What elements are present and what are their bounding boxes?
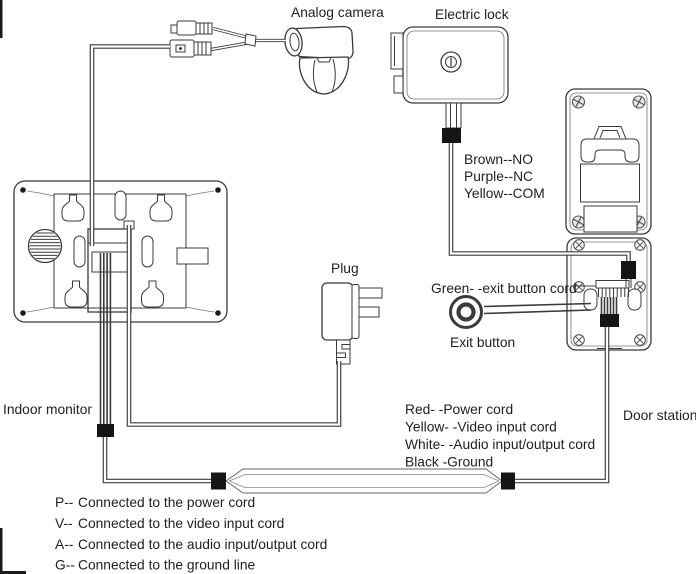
legend-line: White- -Audio input/output cord <box>405 437 595 452</box>
label-analog-camera: Analog camera <box>291 5 384 20</box>
legend-pin: G-- <box>55 558 75 573</box>
speaker-grill <box>27 228 63 264</box>
legend-line: Brown--NO <box>464 152 533 167</box>
monitor-cable-bundle <box>99 253 112 424</box>
cable-slot <box>73 235 86 268</box>
monitor-corner-screw <box>20 187 26 193</box>
legend-pin: A-- <box>55 537 73 552</box>
x-screw <box>634 334 646 346</box>
plug-prong <box>358 287 383 299</box>
legend-desc: Connected to the power cord <box>78 495 255 510</box>
legend-desc: Connected to the ground line <box>78 558 256 573</box>
monitor-pin-legend: P-- Connected to the power cord V-- Conn… <box>55 495 327 573</box>
monitor-corner-screw <box>20 310 26 316</box>
camera-dome <box>298 56 350 95</box>
x-screw <box>573 334 585 346</box>
mounting-keyhole <box>141 280 164 308</box>
x-screw <box>634 239 646 251</box>
cable-slot <box>141 235 154 268</box>
label-electric-lock: Electric lock <box>435 7 509 22</box>
mounting-keyhole <box>64 280 88 308</box>
legend-desc: Connected to the video input cord <box>78 516 284 531</box>
analog-camera <box>169 20 354 95</box>
legend-line: Yellow- -Video input cord <box>405 420 557 435</box>
camera-pigtail-wires <box>209 26 288 52</box>
bundle-right-connector <box>501 472 515 490</box>
dc-power-connector <box>170 20 213 36</box>
legend-line: Black -Ground <box>405 455 493 470</box>
exit-button <box>449 295 592 329</box>
mounting-keyhole <box>149 194 173 222</box>
lock-wire-legend: Brown--NO Purple--NC Yellow--COM <box>464 152 545 201</box>
label-green-exit-cord: Green- -exit button cord <box>431 281 577 296</box>
legend-pin: P-- <box>55 495 73 510</box>
electric-lock <box>390 26 509 129</box>
cable-connectors <box>97 128 636 490</box>
cable-slot <box>114 190 127 221</box>
label-indoor-monitor: Indoor monitor <box>3 402 92 417</box>
wire-monitor-to-bundle <box>105 436 214 481</box>
mounting-keyhole <box>61 194 85 222</box>
station-wire-legend: Red- -Power cord Yellow- -Video input co… <box>405 402 595 470</box>
label-exit-button: Exit button <box>450 335 515 350</box>
monitor-wire-connector <box>97 424 114 437</box>
legend-line: Red- -Power cord <box>405 402 513 417</box>
legend-desc: Connected to the audio input/output cord <box>78 537 327 552</box>
power-plug <box>321 282 383 365</box>
station-terminal-block <box>573 263 632 316</box>
station-wire-connector <box>600 314 619 327</box>
legend-line: Yellow--COM <box>464 186 545 201</box>
label-plug: Plug <box>331 261 359 276</box>
legend-line: Purple--NC <box>464 169 533 184</box>
label-plate <box>176 247 209 265</box>
bnc-connector <box>169 39 212 58</box>
page-edge-marks <box>0 0 26 574</box>
monitor-corner-screw <box>215 310 221 316</box>
lock-keyhole <box>440 51 462 73</box>
label-door-station: Door station <box>623 408 696 423</box>
indoor-monitor <box>13 180 228 424</box>
monitor-corner-screw <box>215 187 221 193</box>
lock-station-connector <box>621 261 636 279</box>
station-bracket <box>580 138 640 163</box>
wire-plug-cord <box>129 225 339 425</box>
legend-pin: V-- <box>55 516 73 531</box>
x-screw <box>573 239 585 251</box>
bundle-left-connector <box>211 472 226 490</box>
plug-strain-relief <box>336 339 351 365</box>
plug-prong <box>358 306 380 318</box>
cable-bundle <box>225 468 503 494</box>
door-station <box>565 88 652 351</box>
lock-wire-connector <box>442 128 461 143</box>
